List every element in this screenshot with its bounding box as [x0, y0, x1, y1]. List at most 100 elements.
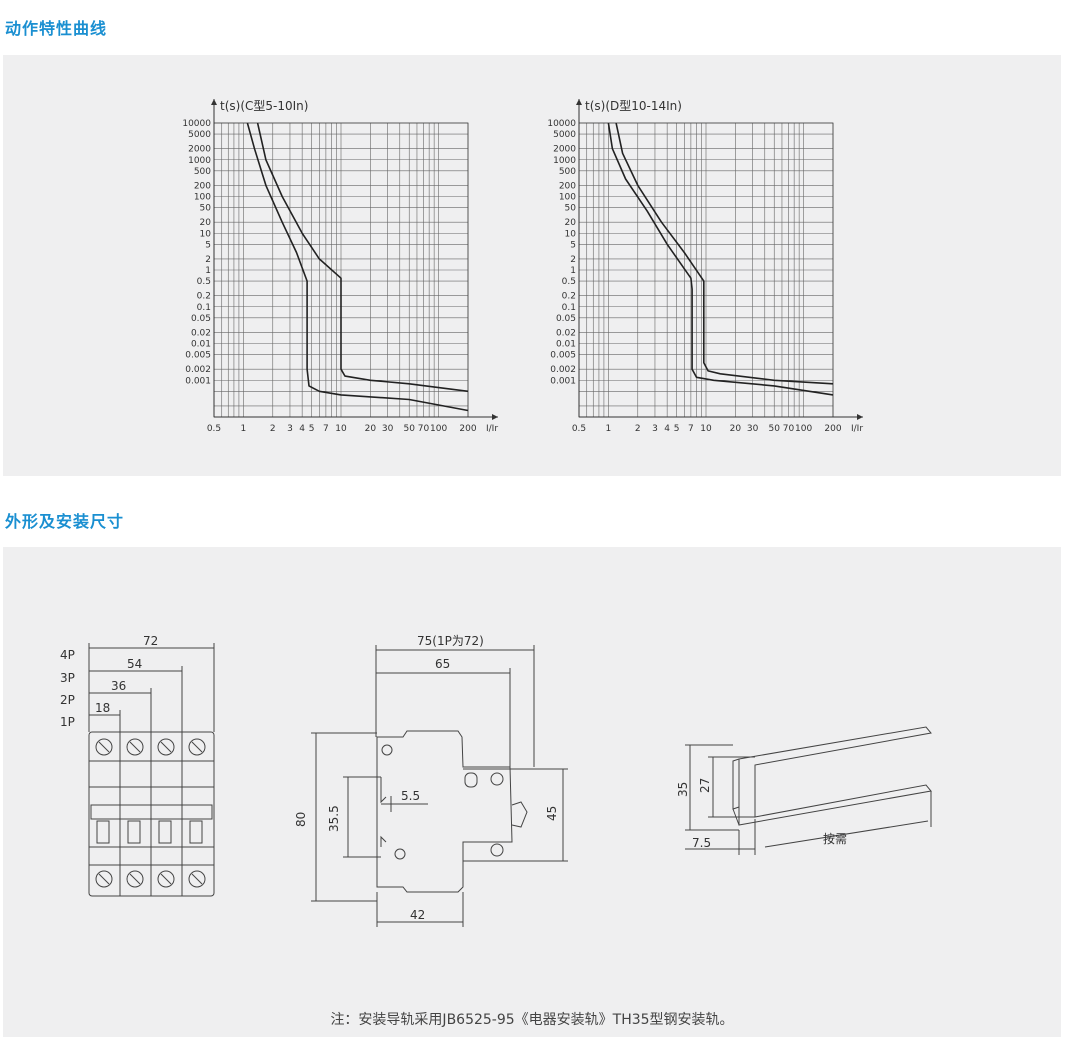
x-tick-label: 1	[606, 424, 612, 434]
trip-curve-2	[256, 122, 469, 393]
chart-title: t(s)(C型5-10In)	[220, 99, 308, 113]
x-axis-label: I/Ir	[851, 424, 863, 434]
front-view	[88, 643, 215, 897]
y-tick-label: 0.002	[185, 365, 211, 375]
y-tick-label: 2000	[553, 145, 576, 155]
x-tick-label: 30	[382, 424, 394, 434]
y-tick-label: 20	[565, 218, 577, 228]
dims-section-title: 外形及安装尺寸	[5, 512, 125, 531]
y-tick-label: 0.005	[185, 351, 211, 361]
side-top-inner: 65	[435, 657, 450, 671]
y-tick-label: 1000	[188, 156, 211, 166]
trip-curve-2	[615, 122, 834, 385]
side-view	[311, 645, 568, 927]
rail-w75: 7.5	[692, 836, 711, 850]
y-tick-label: 20	[200, 218, 212, 228]
x-tick-label: 50	[769, 424, 781, 434]
pole-label-4p: 4P	[60, 648, 75, 662]
x-tick-label: 30	[747, 424, 759, 434]
y-tick-label: 0.01	[191, 340, 211, 350]
x-tick-label: 0.5	[207, 424, 221, 434]
pole-label-2p: 2P	[60, 693, 75, 707]
x-axis-arrow	[857, 414, 863, 420]
y-tick-label: 10	[200, 229, 212, 239]
y-tick-label: 1000	[553, 156, 576, 166]
y-tick-label: 0.002	[550, 365, 576, 375]
y-tick-label: 0.5	[197, 277, 211, 287]
curves-svg: t(s)(C型5-10In)10000500020001000500200100…	[182, 99, 863, 434]
y-tick-label: 0.05	[556, 314, 576, 324]
x-tick-label: 200	[459, 424, 476, 434]
y-tick-label: 0.2	[197, 292, 211, 302]
y-tick-label: 0.1	[197, 303, 211, 313]
y-tick-label: 10000	[547, 119, 576, 129]
x-tick-label: 5	[309, 424, 315, 434]
x-tick-label: 100	[430, 424, 447, 434]
x-tick-label: 5	[674, 424, 680, 434]
y-tick-label: 100	[194, 193, 211, 203]
x-tick-label: 10	[335, 424, 347, 434]
y-tick-label: 0.001	[550, 376, 576, 386]
y-tick-label: 500	[559, 167, 576, 177]
y-tick-label: 10	[565, 229, 577, 239]
x-axis-arrow	[492, 414, 498, 420]
width-2p: 36	[111, 679, 126, 693]
x-tick-label: 4	[664, 424, 670, 434]
rail-h35: 35	[676, 782, 690, 797]
rail-h27: 27	[698, 778, 712, 793]
y-tick-label: 0.5	[562, 277, 576, 287]
chart-title: t(s)(D型10-14In)	[585, 99, 682, 113]
side-height: 80	[294, 812, 308, 827]
y-tick-label: 500	[194, 167, 211, 177]
x-tick-label: 50	[404, 424, 416, 434]
y-tick-label: 2	[570, 255, 576, 265]
y-axis-arrow	[576, 99, 582, 105]
side-offset: 5.5	[401, 789, 420, 803]
y-tick-label: 200	[559, 181, 576, 191]
side-bottom: 42	[410, 908, 425, 922]
side-top-overall: 75(1P为72)	[417, 634, 484, 648]
y-tick-label: 1	[205, 266, 211, 276]
pole-label-1p: 1P	[60, 715, 75, 729]
dimensions-panel: 4P 3P 2P 1P 72 54 36 18	[3, 547, 1061, 1037]
side-rail: 35.5	[327, 805, 341, 832]
y-tick-label: 2000	[188, 145, 211, 155]
x-tick-label: 70	[783, 424, 795, 434]
pole-label-3p: 3P	[60, 671, 75, 685]
y-tick-label: 5000	[553, 130, 576, 140]
y-axis-arrow	[211, 99, 217, 105]
x-tick-label: 2	[270, 424, 276, 434]
x-tick-label: 3	[652, 424, 658, 434]
y-tick-label: 5000	[188, 130, 211, 140]
x-tick-label: 3	[287, 424, 293, 434]
y-tick-label: 50	[200, 204, 212, 214]
x-tick-label: 20	[365, 424, 377, 434]
x-tick-label: 2	[635, 424, 641, 434]
side-right: 45	[545, 806, 559, 821]
dimensions-svg: 4P 3P 2P 1P 72 54 36 18	[60, 634, 932, 927]
y-tick-label: 0.01	[556, 340, 576, 350]
x-tick-label: 10	[700, 424, 712, 434]
y-tick-label: 5	[205, 240, 211, 250]
chart-c-type: t(s)(C型5-10In)10000500020001000500200100…	[182, 99, 498, 434]
width-3p: 54	[127, 657, 142, 671]
y-tick-label: 0.005	[550, 351, 576, 361]
x-tick-label: 7	[688, 424, 694, 434]
x-tick-label: 4	[299, 424, 305, 434]
rail-view	[685, 726, 932, 855]
width-4p: 72	[143, 634, 158, 648]
y-tick-label: 0.1	[562, 303, 576, 313]
trip-curve-1	[246, 122, 469, 412]
x-tick-label: 7	[323, 424, 329, 434]
y-tick-label: 2	[205, 255, 211, 265]
x-tick-label: 100	[795, 424, 812, 434]
x-axis-label: I/Ir	[486, 424, 498, 434]
x-tick-label: 0.5	[572, 424, 586, 434]
rail-length: 按需	[823, 832, 847, 846]
chart-d-type: t(s)(D型10-14In)1000050002000100050020010…	[547, 99, 863, 434]
curves-section-title: 动作特性曲线	[5, 19, 108, 38]
y-tick-label: 10000	[182, 119, 211, 129]
footnote: 注：安装导轨采用JB6525-95《电器安装轨》TH35型钢安装轨。	[330, 1012, 734, 1028]
y-tick-label: 0.2	[562, 292, 576, 302]
